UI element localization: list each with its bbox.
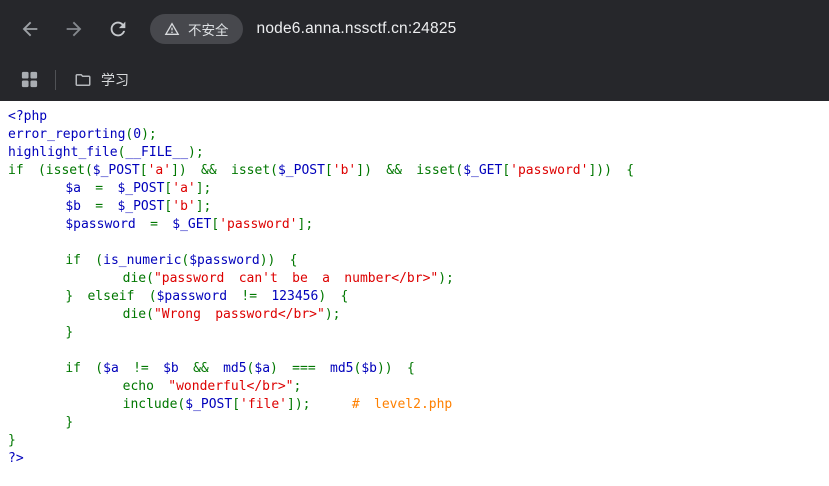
page-content: <?php error_reporting(0); highlight_file…	[0, 101, 829, 486]
reload-button[interactable]	[98, 9, 138, 49]
browser-toolbar: 不安全 node6.anna.nssctf.cn:24825	[0, 0, 829, 58]
php-source-code: <?php error_reporting(0); highlight_file…	[8, 109, 635, 466]
back-arrow-icon	[22, 21, 38, 37]
bookmarks-bar: 学习	[0, 58, 829, 101]
address-bar[interactable]: 不安全 node6.anna.nssctf.cn:24825	[150, 9, 819, 49]
back-button[interactable]	[10, 9, 50, 49]
bookmark-folder-study[interactable]: 学习	[66, 65, 137, 95]
security-chip[interactable]: 不安全	[150, 14, 243, 44]
apps-grid-button[interactable]	[14, 64, 45, 95]
apps-grid-icon	[21, 71, 38, 88]
forward-button[interactable]	[54, 9, 94, 49]
reload-icon	[110, 21, 126, 37]
bookmark-folder-label: 学习	[101, 71, 129, 88]
folder-icon	[75, 73, 91, 86]
security-label: 不安全	[188, 23, 229, 38]
warning-triangle-icon	[164, 22, 180, 35]
url-text: node6.anna.nssctf.cn:24825	[256, 20, 457, 37]
forward-arrow-icon	[66, 21, 82, 37]
bookmarks-separator	[55, 69, 56, 90]
